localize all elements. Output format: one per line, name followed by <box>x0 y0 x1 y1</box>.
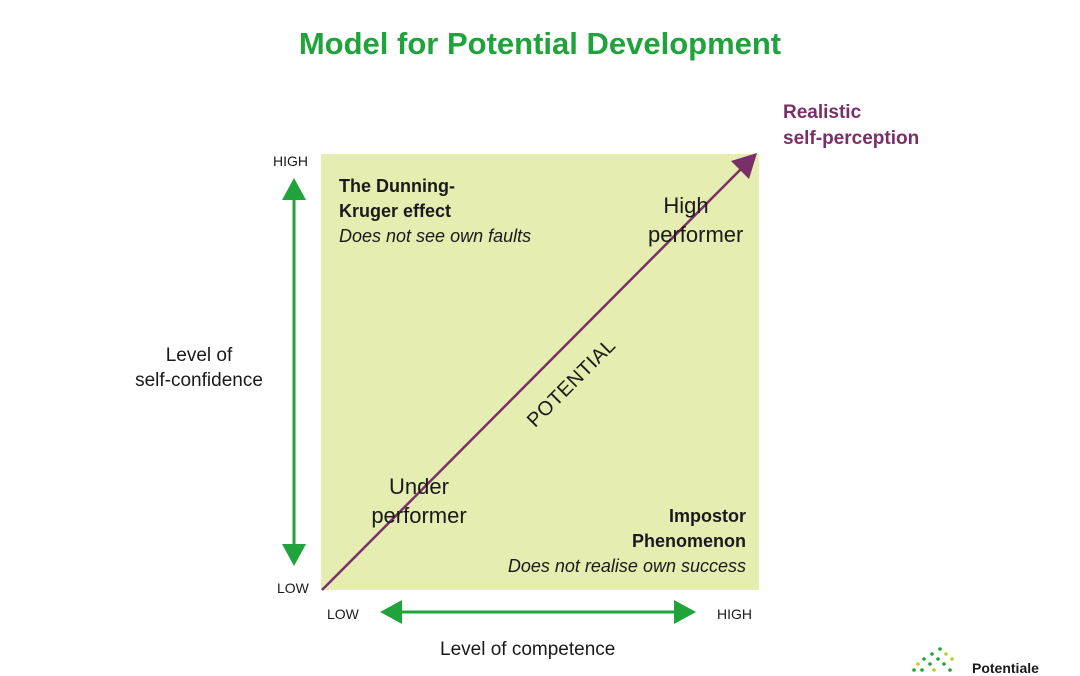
realistic-self-perception: Realistic self-perception <box>783 100 919 152</box>
under-performer-line2: performer <box>371 503 467 528</box>
quadrant-top-left: The Dunning- Kruger effect Does not see … <box>339 174 531 249</box>
x-axis-label: Level of competence <box>440 639 616 660</box>
potentiale-logo-icon <box>912 647 954 672</box>
dunning-kruger-title-line2: Kruger effect <box>339 201 452 221</box>
realistic-line2: self-perception <box>783 128 920 149</box>
x-axis-high-tick: HIGH <box>717 606 752 622</box>
dunning-kruger-title-line1: The Dunning- <box>339 176 455 196</box>
y-axis-high-tick: HIGH <box>273 153 308 169</box>
y-axis-label: Level of self-confidence <box>120 343 278 393</box>
y-axis-arrow <box>282 178 306 566</box>
x-axis-low-tick: LOW <box>327 606 359 622</box>
quadrant-bottom-left: Under performer <box>358 472 480 530</box>
high-performer-line1: High <box>663 193 709 218</box>
quadrant-bottom-right: Impostor Phenomenon Does not realise own… <box>440 504 746 579</box>
brand-name: Potentiale <box>972 660 1039 676</box>
realistic-line1: Realistic <box>783 102 862 123</box>
x-axis-arrow <box>380 600 696 624</box>
dunning-kruger-subtitle: Does not see own faults <box>339 226 532 246</box>
quadrant-top-right: High performer <box>648 191 744 249</box>
diagram-title: Model for Potential Development <box>298 26 782 61</box>
impostor-title-line1: Impostor <box>668 506 746 526</box>
under-performer-line1: Under <box>389 474 449 499</box>
y-axis-low-tick: LOW <box>277 580 309 596</box>
potential-diagonal-arrow <box>321 153 757 591</box>
impostor-title-line2: Phenomenon <box>631 531 746 551</box>
y-axis-label-line1: Level of <box>165 345 233 366</box>
y-axis-label-line2: self-confidence <box>135 370 263 391</box>
impostor-subtitle: Does not realise own success <box>507 556 746 576</box>
high-performer-line2: performer <box>648 222 744 247</box>
